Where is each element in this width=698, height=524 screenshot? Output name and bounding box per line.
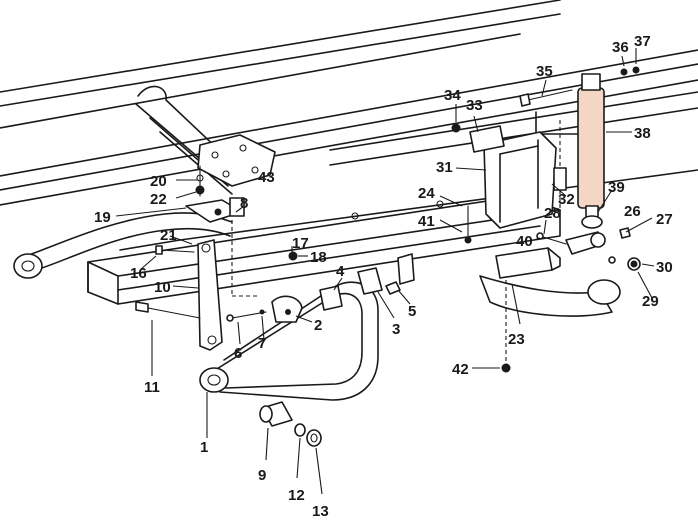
frame-lower-rail [119, 169, 698, 251]
label-30: 30 [656, 259, 673, 276]
callout-labels: 1 2 3 4 5 6 7 8 9 10 11 12 13 16 17 18 1… [94, 33, 673, 520]
label-31: 31 [436, 159, 453, 176]
label-20: 20 [150, 173, 167, 190]
label-41: 41 [418, 213, 435, 230]
spring-plate [197, 134, 276, 187]
label-21: 21 [160, 227, 177, 244]
link-rod [197, 239, 223, 351]
label-26: 26 [624, 203, 641, 220]
label-8: 8 [240, 195, 248, 212]
label-11: 11 [144, 379, 160, 396]
label-17: 17 [292, 235, 309, 252]
bolts-left [135, 245, 267, 322]
shock-mount-bracket [451, 123, 567, 229]
frame-rails [0, 0, 698, 206]
label-22: 22 [150, 191, 167, 208]
label-5: 5 [408, 303, 416, 320]
label-33: 33 [466, 97, 483, 114]
label-2: 2 [314, 317, 322, 334]
label-27: 27 [656, 211, 673, 228]
label-23: 23 [508, 331, 525, 348]
clamp-bushing [271, 285, 343, 323]
label-4: 4 [336, 263, 345, 280]
label-32: 32 [558, 191, 575, 208]
label-39: 39 [608, 179, 625, 196]
label-16: 16 [130, 265, 147, 282]
label-6: 6 [234, 345, 242, 362]
label-12: 12 [288, 487, 305, 504]
label-34: 34 [444, 87, 461, 104]
label-28: 28 [544, 205, 561, 222]
label-29: 29 [642, 293, 659, 310]
label-9: 9 [258, 467, 266, 484]
label-24: 24 [418, 185, 435, 202]
label-13: 13 [312, 503, 329, 520]
label-7: 7 [258, 335, 266, 352]
small-parts [357, 253, 415, 295]
tie-rod-end [464, 205, 641, 271]
label-18: 18 [310, 249, 327, 266]
leader-lines [115, 48, 655, 495]
label-19: 19 [94, 209, 111, 226]
label-42: 42 [452, 361, 469, 378]
label-37: 37 [634, 33, 651, 50]
shock-absorber [519, 66, 640, 229]
label-10: 10 [154, 279, 171, 296]
upper-bracket [185, 165, 298, 297]
lower-arm [479, 247, 621, 373]
shock-body [577, 87, 605, 209]
label-40: 40 [516, 233, 533, 250]
label-38: 38 [634, 125, 651, 142]
stabilizer-bar-lower [199, 281, 379, 401]
label-35: 35 [536, 63, 553, 80]
label-43: 43 [258, 169, 275, 186]
label-36: 36 [612, 39, 629, 56]
label-3: 3 [392, 321, 400, 338]
bushing-nut-group [259, 401, 322, 447]
label-1: 1 [200, 439, 208, 456]
